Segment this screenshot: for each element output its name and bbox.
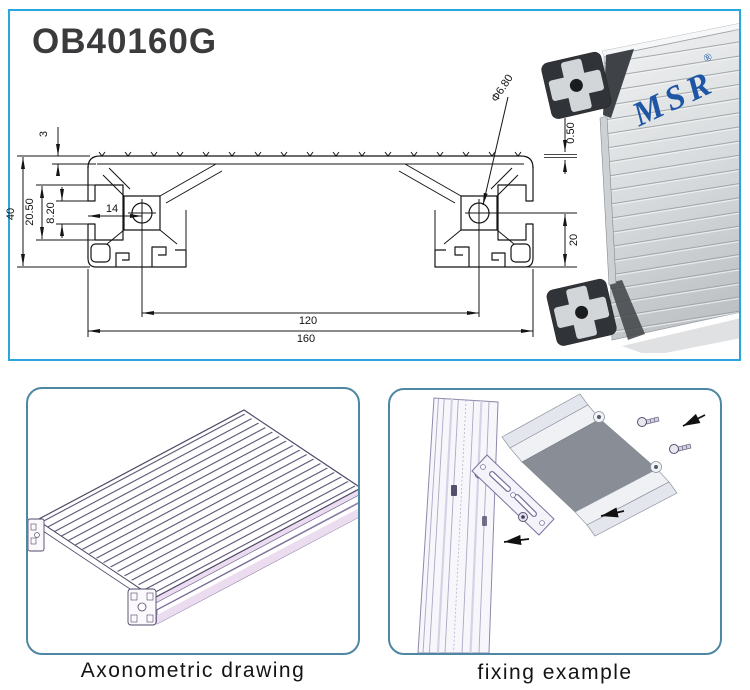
fix-screws	[637, 416, 692, 454]
fix-direction-arrows	[503, 413, 706, 546]
axonometric-caption: Axonometric drawing	[80, 659, 306, 682]
axonometric-panel	[26, 387, 360, 655]
axonometric-illustration	[28, 409, 358, 626]
page-title: OB40160G	[32, 22, 218, 61]
fix-panel-block	[501, 393, 678, 537]
axo-plank	[35, 409, 358, 625]
fix-connector-bar	[471, 454, 555, 536]
fixing-example-panel	[388, 388, 722, 655]
fixing-illustration	[417, 393, 706, 653]
axo-end-caps	[28, 518, 157, 626]
fixing-caption: fixing example	[477, 661, 633, 684]
fix-post	[417, 397, 499, 653]
